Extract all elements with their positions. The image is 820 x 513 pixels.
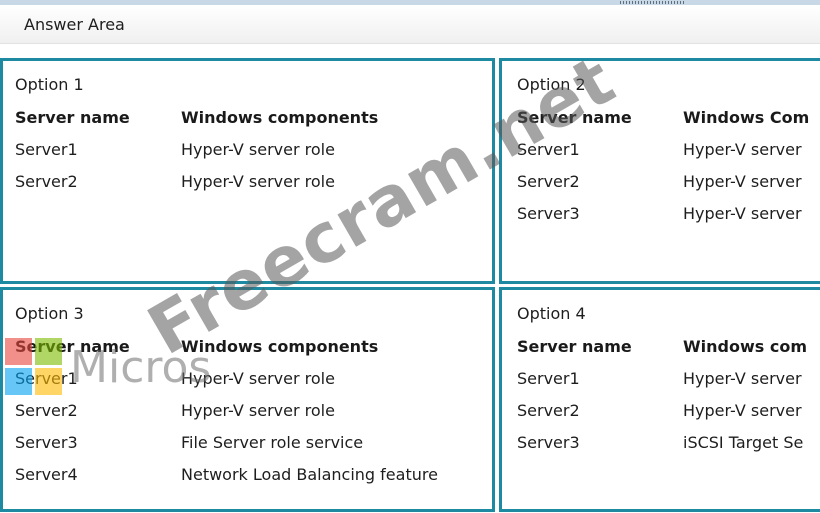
option-2-panel[interactable]: Option 2 Server name Windows Com Server1…	[499, 58, 820, 284]
server-name-cell: Server2	[517, 401, 580, 420]
column-header-server-name: Server name	[15, 337, 130, 356]
option-title: Option 2	[517, 75, 586, 94]
table-row: Server3 Hyper-V server	[502, 204, 820, 236]
option-4-panel[interactable]: Option 4 Server name Windows com Server1…	[499, 287, 820, 512]
option-title: Option 4	[517, 304, 586, 323]
server-name-cell: Server3	[15, 433, 78, 452]
table-row: Server3 iSCSI Target Se	[502, 433, 820, 465]
option-title: Option 1	[15, 75, 84, 94]
column-header-windows-components: Windows com	[683, 337, 807, 356]
table-row: Server2 Hyper-V server	[502, 401, 820, 433]
windows-component-cell: File Server role service	[181, 433, 364, 452]
windows-component-cell: Hyper-V server	[683, 140, 802, 159]
option-3-panel[interactable]: Option 3 Server name Windows components …	[0, 287, 495, 512]
windows-component-cell: Hyper-V server	[683, 401, 802, 420]
answer-area-header: Answer Area	[0, 5, 820, 44]
table-row: Server1 Hyper-V server	[502, 369, 820, 401]
column-header-server-name: Server name	[517, 337, 632, 356]
windows-component-cell: Network Load Balancing feature	[181, 465, 438, 484]
table-row: Server2 Hyper-V server role	[3, 172, 492, 204]
server-name-cell: Server2	[15, 401, 78, 420]
table-row: Server1 Hyper-V server	[502, 140, 820, 172]
server-name-cell: Server1	[15, 369, 78, 388]
server-name-cell: Server4	[15, 465, 78, 484]
table-row: Server3 File Server role service	[3, 433, 492, 465]
windows-component-cell: Hyper-V server role	[181, 140, 335, 159]
windows-component-cell: Hyper-V server	[683, 369, 802, 388]
windows-component-cell: Hyper-V server role	[181, 401, 335, 420]
top-bar-dots	[620, 1, 684, 4]
answer-area-title: Answer Area	[24, 15, 125, 34]
column-header-server-name: Server name	[517, 108, 632, 127]
windows-component-cell: Hyper-V server	[683, 204, 802, 223]
column-header-windows-components: Windows components	[181, 337, 379, 356]
table-row: Server2 Hyper-V server	[502, 172, 820, 204]
windows-component-cell: Hyper-V server role	[181, 172, 335, 191]
column-header-server-name: Server name	[15, 108, 130, 127]
top-bar	[0, 0, 820, 5]
windows-component-cell: iSCSI Target Se	[683, 433, 804, 452]
column-header-windows-components: Windows components	[181, 108, 379, 127]
table-row: Server1 Hyper-V server role	[3, 369, 492, 401]
server-name-cell: Server3	[517, 433, 580, 452]
windows-component-cell: Hyper-V server role	[181, 369, 335, 388]
server-name-cell: Server3	[517, 204, 580, 223]
server-name-cell: Server2	[517, 172, 580, 191]
table-row: Server2 Hyper-V server role	[3, 401, 492, 433]
server-name-cell: Server1	[517, 369, 580, 388]
option-title: Option 3	[15, 304, 84, 323]
windows-component-cell: Hyper-V server	[683, 172, 802, 191]
server-name-cell: Server2	[15, 172, 78, 191]
table-row: Server1 Hyper-V server role	[3, 140, 492, 172]
column-header-windows-components: Windows Com	[683, 108, 810, 127]
option-1-panel[interactable]: Option 1 Server name Windows components …	[0, 58, 495, 284]
server-name-cell: Server1	[517, 140, 580, 159]
server-name-cell: Server1	[15, 140, 78, 159]
table-row: Server4 Network Load Balancing feature	[3, 465, 492, 497]
